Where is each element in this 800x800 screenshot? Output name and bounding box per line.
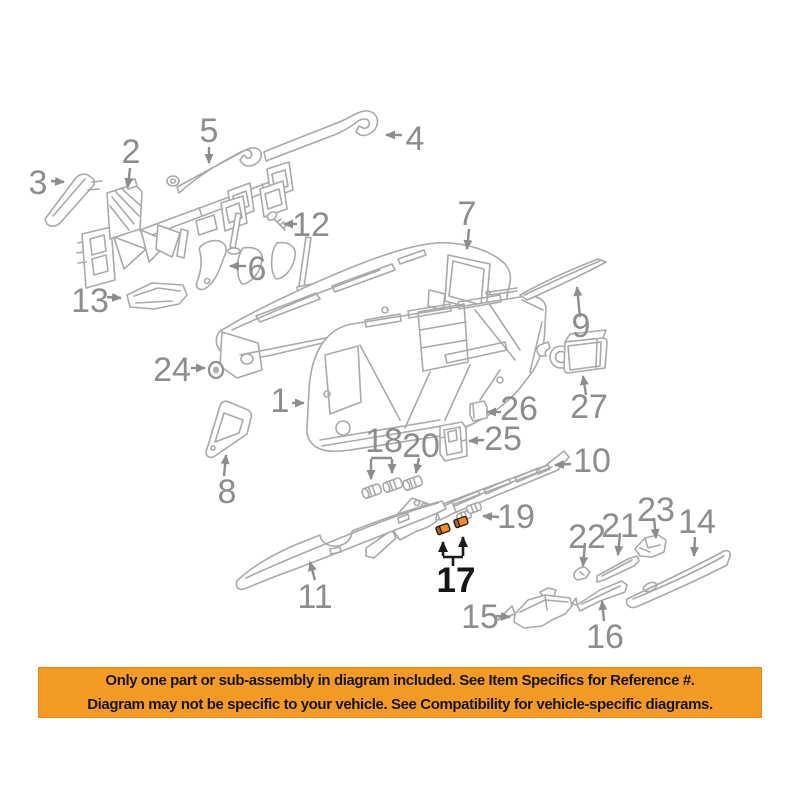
disclaimer-banner: Only one part or sub-assembly in diagram… — [38, 667, 762, 718]
part-label-14: 14 — [678, 503, 716, 541]
part-15-pocket — [497, 587, 573, 629]
part-24-grommet — [207, 360, 225, 380]
part-23-latch — [634, 534, 667, 558]
part-9-molding-strip — [485, 258, 607, 301]
part-13-bracket — [126, 282, 188, 310]
part-8-corner-trim — [205, 400, 253, 459]
part-label-8: 8 — [218, 473, 237, 511]
part-12-bolt — [266, 211, 288, 231]
part-4-retainer-strip — [263, 110, 379, 162]
part-label-23: 23 — [637, 491, 675, 529]
part-label-19: 19 — [497, 498, 535, 536]
part-17-callout-arrows — [438, 536, 468, 566]
part-27-compartment — [536, 329, 608, 374]
part-18-fasteners — [361, 477, 404, 500]
part-label-25: 25 — [484, 420, 522, 458]
part-label-24: 24 — [153, 351, 191, 389]
part-26-clip-block — [469, 400, 488, 422]
exploded-parts-diagram: 1 2 3 4 5 6 7 8 9 10 11 12 13 14 15 16 1… — [29, 110, 731, 656]
part-label-16: 16 — [586, 618, 624, 656]
part-label-6: 6 — [248, 250, 267, 288]
part-label-17-highlighted: 17 — [437, 561, 476, 600]
part-17-highlighted-clips — [435, 515, 469, 536]
part-label-20: 20 — [402, 427, 440, 465]
part-25-latch-bracket — [439, 421, 468, 462]
disclaimer-line-2: Diagram may not be specific to your vehi… — [87, 695, 713, 713]
part-label-12: 12 — [292, 206, 330, 244]
part-20-fastener — [402, 475, 424, 492]
part-label-15: 15 — [461, 598, 499, 636]
part-21-strip — [596, 555, 640, 583]
part-label-7: 7 — [458, 195, 477, 233]
part-number-labels: 1 2 3 4 5 6 7 8 9 10 11 12 13 14 15 16 1… — [29, 112, 716, 656]
part-label-5: 5 — [200, 112, 219, 150]
part-label-27: 27 — [570, 388, 608, 426]
part-label-11: 11 — [297, 578, 332, 616]
part-label-9: 9 — [572, 307, 591, 345]
part-10-trim-panel — [365, 450, 570, 559]
part-label-22: 22 — [568, 518, 606, 556]
part-11-lower-panel — [235, 500, 447, 591]
part-6-support-bracket — [195, 239, 227, 291]
part-22-clip — [573, 566, 591, 581]
part-5-brace-rod — [166, 146, 263, 194]
part-label-4: 4 — [406, 120, 425, 158]
disclaimer-line-1: Only one part or sub-assembly in diagram… — [105, 671, 695, 689]
part-label-1: 1 — [271, 382, 290, 420]
part-label-10: 10 — [573, 442, 611, 480]
callout-arrows — [50, 130, 699, 622]
part-2-crossbeam-assembly — [76, 161, 314, 295]
part-label-18: 18 — [365, 422, 403, 460]
part-16-strip — [571, 580, 628, 612]
part-label-3: 3 — [29, 164, 48, 202]
part-label-21: 21 — [601, 507, 639, 545]
part-3-side-bracket — [44, 173, 103, 227]
part-label-2: 2 — [122, 133, 141, 171]
part-label-26: 26 — [500, 390, 538, 428]
part-14-glovebox-door — [625, 549, 731, 609]
part-label-13: 13 — [71, 282, 109, 320]
